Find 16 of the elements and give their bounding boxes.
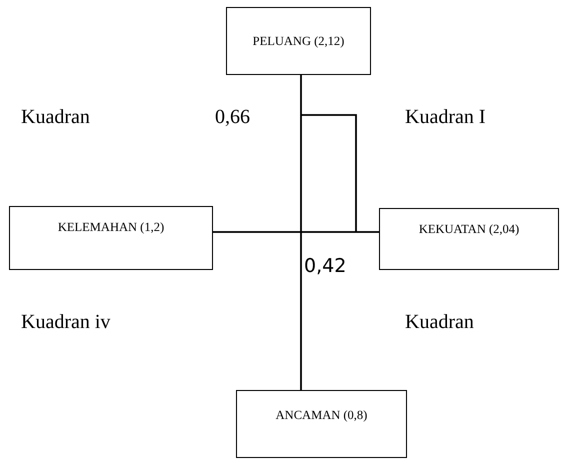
quadrant-label: Kuadran iv: [21, 312, 110, 332]
axis-line: [213, 231, 379, 233]
node-label: PELUANG (2,12): [252, 34, 344, 49]
quadrant-label: Kuadran I: [405, 107, 486, 127]
node-label: ANCAMAN (0,8): [276, 408, 368, 423]
value-label: 0,66: [215, 107, 250, 127]
node-label: KELEMAHAN (1,2): [58, 220, 164, 235]
node-label: KEKUATAN (2,04): [418, 222, 520, 237]
value-label: 0,42: [304, 257, 346, 276]
axis-line: [300, 75, 302, 390]
label-box: [379, 208, 559, 270]
label-box: [236, 390, 407, 458]
quadrant-label: Kuadran: [21, 107, 90, 127]
label-box: [226, 7, 371, 75]
label-box: [9, 206, 213, 270]
quadrant-label: Kuadran: [405, 312, 474, 332]
